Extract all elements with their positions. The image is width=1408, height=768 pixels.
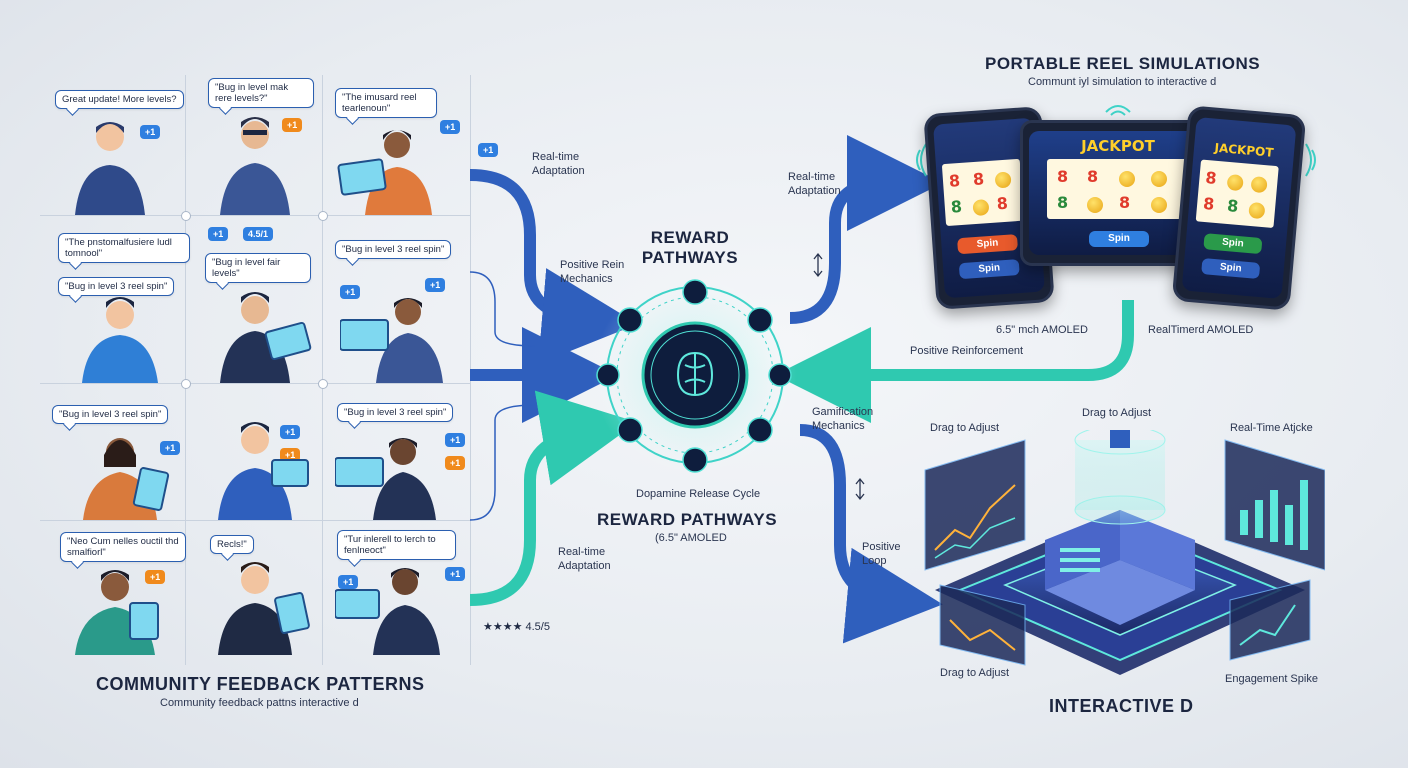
phone-spec-label: RealTimerd AMOLED (1148, 323, 1253, 337)
spin-button[interactable]: Spin (1203, 233, 1262, 254)
chart-panel (925, 440, 1025, 570)
reward-pathways-hub (590, 270, 800, 480)
bar-chart-panel (1225, 440, 1325, 570)
phone-spec-label: 6.5" mch AMOLED (996, 323, 1088, 337)
portable-title: PORTABLE REEL SIMULATIONS (985, 54, 1260, 74)
flow-arrow (470, 430, 590, 600)
jackpot-label: JACKPOT (1029, 137, 1207, 155)
spin-button[interactable]: Spin (959, 259, 1020, 279)
dopamine-cycle-label: Dopamine Release Cycle (636, 488, 760, 500)
flow-label: Real-time Adaptation (558, 545, 628, 573)
phone-screen: JACKPOT 8 8 8 Spin Spin (1182, 117, 1297, 299)
flow-arrow (470, 175, 590, 320)
spin-button[interactable]: Spin (957, 234, 1018, 254)
swap-arrow-icon (856, 479, 864, 499)
reward-title-bottom: REWARD PATHWAYS (597, 510, 777, 530)
flow-label: Real-time Adaptation (788, 170, 858, 198)
flow-label: Positive Loop (862, 540, 912, 568)
portable-subtitle: Communt iyl simulation to interactive d (1028, 76, 1216, 88)
flow-arrow (800, 430, 895, 600)
jackpot-label: JACKPOT (1194, 139, 1295, 162)
flow-label: Gamification Mechanics (812, 405, 882, 433)
reward-subtitle: (6.5" AMOLED (655, 532, 727, 544)
flow-arrow (823, 300, 1128, 375)
drag-label: Drag to Adjust (1082, 406, 1151, 420)
phone-right: JACKPOT 8 8 8 Spin Spin (1172, 105, 1307, 311)
wifi-icon (1103, 98, 1133, 118)
flow-arrow (790, 183, 895, 318)
interactive-title: INTERACTIVE D (1049, 696, 1194, 717)
spin-button[interactable]: Spin (1201, 258, 1260, 279)
swap-arrow-icon (814, 254, 822, 276)
reward-title-top: REWARD PATHWAYS (640, 228, 740, 268)
interactive-dashboard-scene (915, 430, 1325, 690)
flow-label: Positive Reinforcement (910, 344, 1023, 358)
spin-button[interactable]: Spin (1089, 231, 1149, 247)
flow-label: Real-time Adaptation (532, 150, 612, 178)
